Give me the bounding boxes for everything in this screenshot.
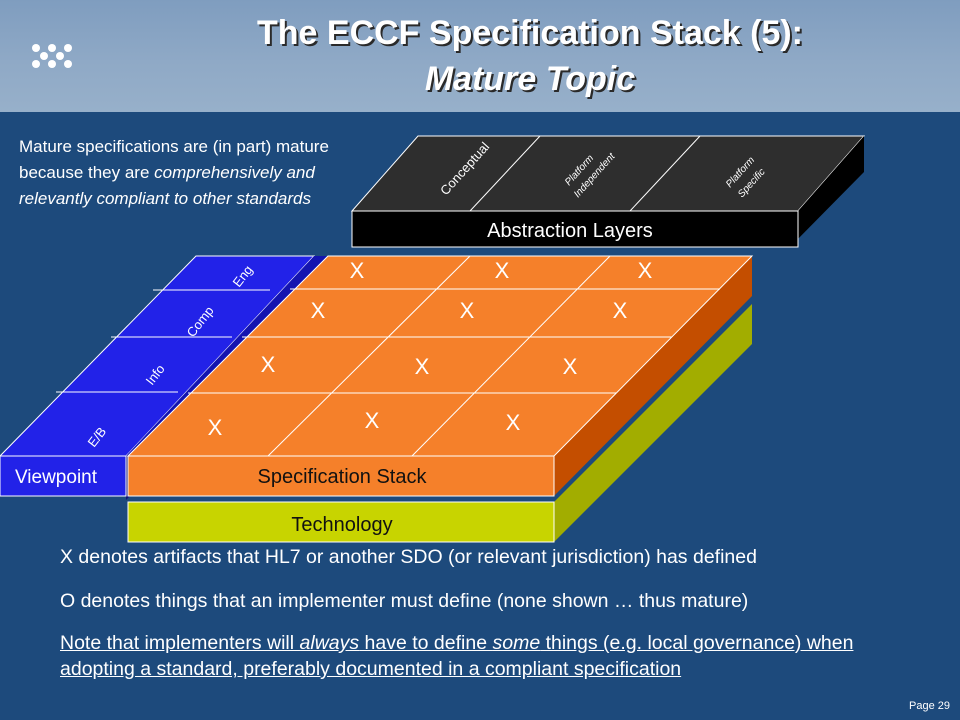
spec-stack-diagram: Conceptual Platform Independent Platform… bbox=[0, 135, 866, 543]
note-implementers-part: things (e.g. local governance) when adop… bbox=[60, 632, 854, 680]
cell-mark: X bbox=[350, 258, 365, 283]
viewpoint-label: Viewpoint bbox=[15, 467, 98, 488]
page-title: The ECCF Specification Stack (5): bbox=[257, 14, 803, 52]
intro-text-italic: comprehensively and relevantly compliant… bbox=[19, 163, 315, 208]
cell-mark: X bbox=[506, 410, 521, 435]
technology-slab: Technology bbox=[127, 304, 752, 543]
note-implementers-part: Note that implementers will bbox=[60, 632, 300, 654]
note-implementers: Note that implementers will always have … bbox=[60, 630, 900, 682]
note-o-definition: O denotes things that an implementer mus… bbox=[60, 590, 749, 612]
note-x-definition: X denotes artifacts that HL7 or another … bbox=[60, 546, 757, 568]
abstraction-layers-slab: Conceptual Platform Independent Platform… bbox=[350, 135, 866, 248]
technology-label: Technology bbox=[291, 514, 392, 536]
cell-mark: X bbox=[365, 408, 380, 433]
abstraction-layers-label: Abstraction Layers bbox=[487, 220, 653, 242]
note-implementers-part: have to define bbox=[359, 632, 493, 654]
cell-mark: X bbox=[415, 354, 430, 379]
cell-mark: X bbox=[208, 415, 223, 440]
specification-stack-label: Specification Stack bbox=[258, 466, 428, 488]
intro-text: Mature specifications are (in part) matu… bbox=[19, 134, 349, 212]
cell-mark: X bbox=[495, 258, 510, 283]
header-banner: The ECCF Specification Stack (5): Mature… bbox=[0, 0, 960, 112]
page-number: Page 29 bbox=[909, 700, 950, 712]
dots-logo-icon bbox=[30, 42, 86, 72]
cell-mark: X bbox=[460, 298, 475, 323]
intro-text-plain: Mature specifications are (in part) matu… bbox=[19, 137, 329, 182]
note-implementers-emphasis: some bbox=[492, 632, 541, 654]
note-implementers-emphasis: always bbox=[299, 632, 360, 654]
cell-mark: X bbox=[613, 298, 628, 323]
specification-stack-slab: Specification Stack X X X X X X X X X X … bbox=[126, 255, 754, 497]
cell-mark: X bbox=[638, 258, 653, 283]
page-subtitle: Mature Topic bbox=[424, 60, 636, 98]
cell-mark: X bbox=[563, 354, 578, 379]
cell-mark: X bbox=[311, 298, 326, 323]
cell-mark: X bbox=[261, 352, 276, 377]
